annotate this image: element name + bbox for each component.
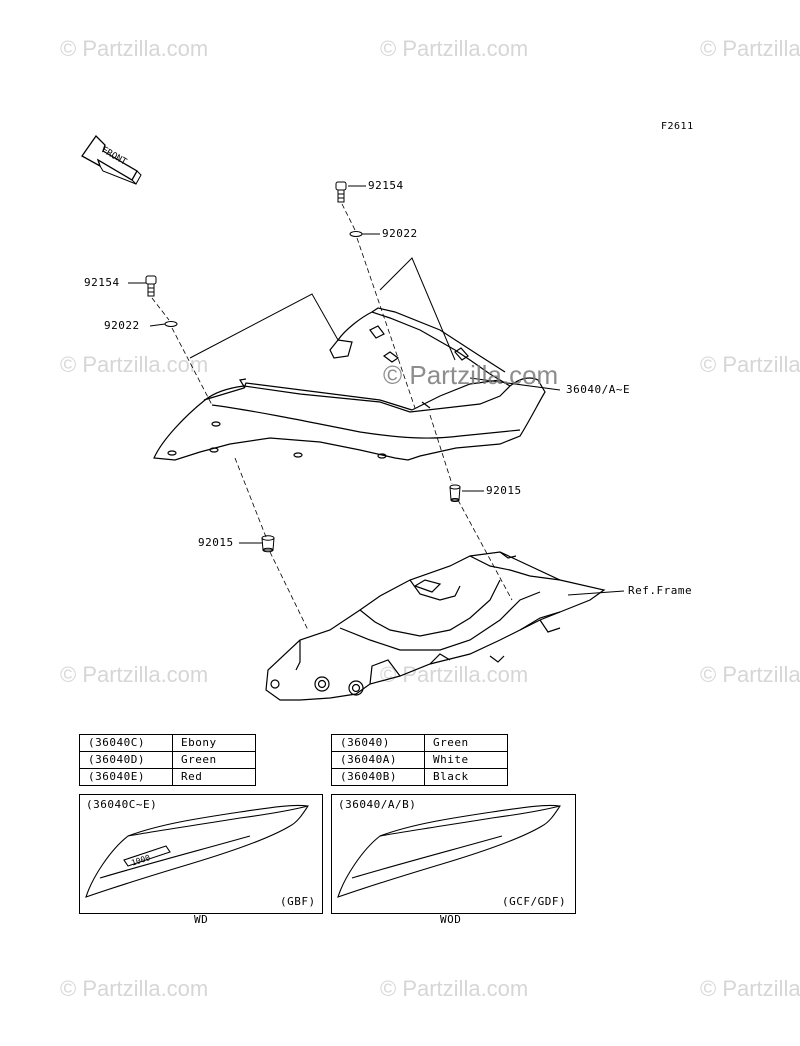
- callout-grommet-left[interactable]: 92015: [198, 536, 234, 549]
- part-code: (36040): [331, 734, 425, 752]
- front-arrow-icon: FRONT: [81, 134, 142, 185]
- callout-bolt-top[interactable]: 92154: [368, 179, 404, 192]
- table-row: (36040D) Green: [79, 751, 256, 769]
- table-row: (36040) Green: [331, 734, 508, 752]
- grommet-left-icon: [261, 535, 275, 553]
- front-label: FRONT: [100, 145, 129, 167]
- callout-grommet-right[interactable]: 92015: [486, 484, 522, 497]
- part-code: (36040E): [79, 768, 173, 786]
- watermark: © Partzilla.com: [60, 662, 209, 687]
- cover-variant-wod-icon: [337, 804, 561, 898]
- part-code: (36040C): [79, 734, 173, 752]
- part-code: (36040A): [331, 751, 425, 769]
- variant-wod-code: (GCF/GDF): [502, 895, 567, 908]
- part-color: Green: [424, 734, 508, 752]
- watermark: © Partzilla.com: [60, 976, 209, 1001]
- watermark: © Partzilla.com: [700, 662, 800, 687]
- washer-left-icon: [164, 321, 178, 327]
- callout-bolt-left[interactable]: 92154: [84, 276, 120, 289]
- cover-variant-wd-icon: 1000: [85, 804, 309, 898]
- part-color: Green: [172, 751, 256, 769]
- color-table-right: (36040) Green (36040A) White (36040B) Bl…: [331, 734, 508, 786]
- callout-washer-left[interactable]: 92022: [104, 319, 140, 332]
- watermark: © Partzilla.com: [60, 352, 209, 377]
- bolt-left-icon: [145, 275, 157, 297]
- washer-top-icon: [349, 231, 363, 237]
- variant-wod-label: (36040/A/B): [338, 798, 417, 811]
- part-code: (36040B): [331, 768, 425, 786]
- table-row: (36040B) Black: [331, 768, 508, 786]
- color-table-left: (36040C) Ebony (36040D) Green (36040E) R…: [79, 734, 256, 786]
- part-color: White: [424, 751, 508, 769]
- part-color: Ebony: [172, 734, 256, 752]
- watermark: © Partzilla.com: [700, 976, 800, 1001]
- variant-wd-code: (GBF): [280, 895, 316, 908]
- callout-frame: Ref.Frame: [628, 584, 693, 597]
- callout-washer-top[interactable]: 92022: [382, 227, 418, 240]
- watermark: © Partzilla.com: [700, 36, 800, 61]
- seat-cover-icon: [153, 307, 546, 461]
- part-color: Red: [172, 768, 256, 786]
- figure-code: F2611: [661, 121, 694, 132]
- part-color: Black: [424, 768, 508, 786]
- bolt-top-icon: [335, 181, 347, 203]
- table-row: (36040A) White: [331, 751, 508, 769]
- watermark: © Partzilla.com: [60, 36, 209, 61]
- variant-wod-caption: WOD: [440, 913, 462, 926]
- variant-box-wod: [331, 794, 576, 914]
- center-watermark: © Partzilla.com: [383, 360, 559, 390]
- grommet-right-icon: [449, 484, 461, 502]
- rear-frame-icon: [265, 551, 606, 701]
- watermark: © Partzilla.com: [380, 976, 529, 1001]
- watermark: © Partzilla.com: [380, 36, 529, 61]
- callout-seat-cover[interactable]: 36040/A~E: [566, 383, 631, 396]
- table-row: (36040E) Red: [79, 768, 256, 786]
- variant-wd-caption: WD: [194, 913, 209, 926]
- variant-box-wd: [79, 794, 323, 914]
- watermark: © Partzilla.com: [700, 352, 800, 377]
- table-row: (36040C) Ebony: [79, 734, 256, 752]
- part-code: (36040D): [79, 751, 173, 769]
- variant-wd-label: (36040C~E): [86, 798, 158, 811]
